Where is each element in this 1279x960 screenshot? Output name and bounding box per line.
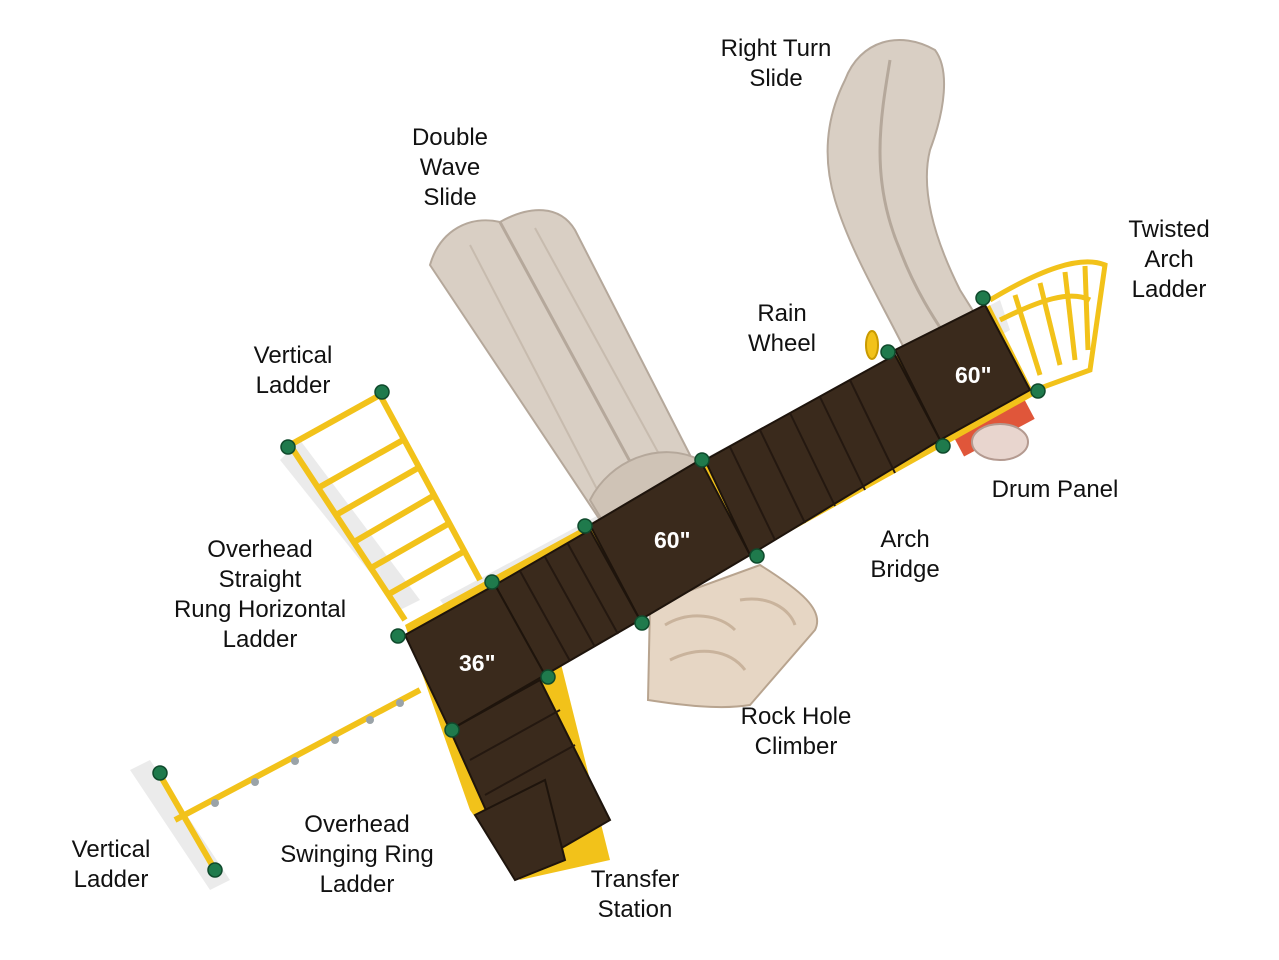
deck-height-right: 60" [955,362,992,388]
right-turn-slide [826,39,987,352]
deck-height-left: 36" [459,650,496,676]
deck-height-center: 60" [654,527,691,553]
twisted-arch-ladder [988,259,1108,393]
rain-wheel [865,330,879,360]
overhead-straight-rung-ladder [287,392,483,622]
label-drum-panel: Drum Panel [991,476,1119,503]
double-wave-slide [428,209,702,527]
post-clamps [152,290,1046,878]
bridge-rungs [469,379,896,796]
rock-hole-climber [646,563,819,709]
overhead-swinging-ring-ladder [157,687,422,872]
